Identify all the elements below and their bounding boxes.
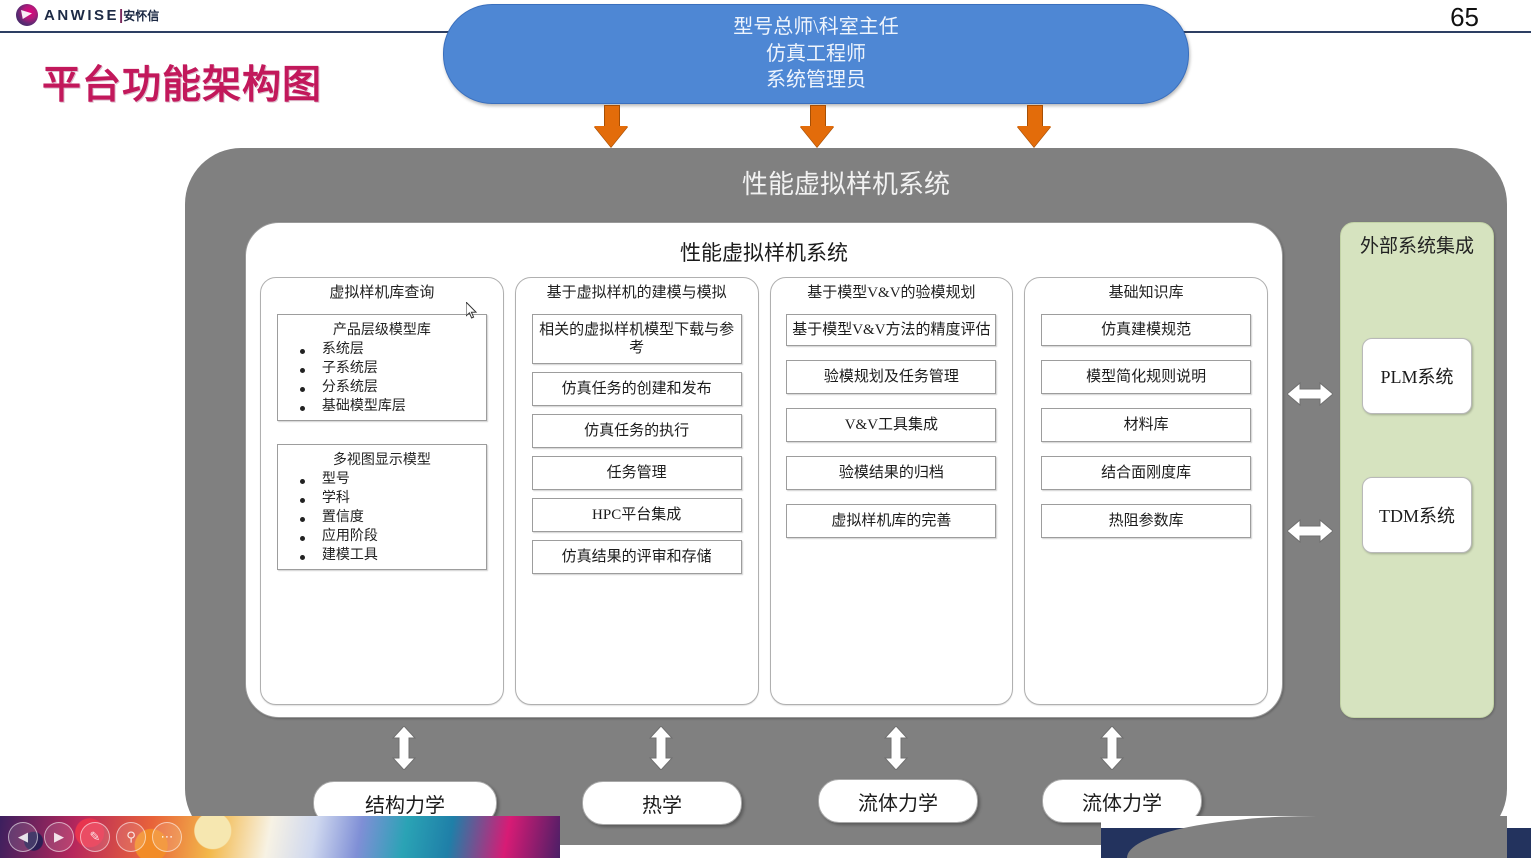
list-item: 子系统层 (296, 359, 484, 378)
left-right-arrow-icon-1 (1287, 381, 1333, 407)
list-item: 基础模型库层 (296, 397, 484, 416)
function-item[interactable]: 验模规划及任务管理 (786, 359, 997, 394)
function-item[interactable]: 任务管理 (531, 455, 742, 490)
inner-system-panel: 性能虚拟样机系统 虚拟样机库查询 产品层级模型库 系统层 子系统层 分系统层 基… (245, 222, 1283, 718)
down-arrow-icon-3 (1017, 105, 1051, 147)
presenter-taskbar[interactable]: ◀ ▶ ✎ ⚲ ⋯ SE (0, 816, 1531, 858)
group-title: 产品层级模型库 (332, 322, 431, 338)
discipline-box-fluid-2[interactable]: 流体力学 (1042, 779, 1202, 823)
list-item: 学科 (296, 489, 484, 508)
previous-icon[interactable]: ◀ (8, 822, 38, 852)
page-title: 平台功能架构图 (42, 64, 323, 107)
group-title: 多视图显示模型 (332, 452, 431, 468)
function-item[interactable]: HPC平台集成 (531, 497, 742, 532)
brand-name-cn: 安怀信 (123, 8, 160, 23)
column-virtual-prototype-query[interactable]: 虚拟样机库查询 产品层级模型库 系统层 子系统层 分系统层 基础模型库层 多视图… (260, 277, 504, 705)
external-system-plm[interactable]: PLM系统 (1362, 338, 1472, 414)
list-item: 置信度 (296, 508, 484, 527)
function-item[interactable]: 材料库 (1041, 407, 1252, 442)
function-item[interactable]: 结合面刚度库 (1041, 455, 1252, 490)
down-arrow-icon-2 (800, 105, 834, 147)
left-right-arrow-icon-2 (1287, 518, 1333, 544)
function-item[interactable]: 基于模型V&V方法的精度评估 (786, 313, 997, 346)
discipline-box-thermal[interactable]: 热学 (582, 781, 742, 825)
function-item[interactable]: 仿真建模规范 (1041, 313, 1252, 346)
zoom-icon[interactable]: ⚲ (116, 822, 146, 852)
list-item: 分系统层 (296, 378, 484, 397)
list-item: 应用阶段 (296, 527, 484, 546)
discipline-box-fluid-1[interactable]: 流体力学 (818, 779, 978, 823)
column-header: 基于模型V&V的验模规划 (807, 285, 976, 301)
function-item[interactable]: 仿真结果的评审和存储 (531, 539, 742, 574)
menu-icon[interactable]: ⋯ (152, 822, 182, 852)
function-item[interactable]: 验模结果的归档 (786, 455, 997, 490)
brand-separator: | (119, 6, 124, 24)
column-header: 基础知识库 (1108, 285, 1184, 301)
role-line-2: 仿真工程师 (766, 42, 866, 65)
external-systems-panel: 外部系统集成 PLM系统 TDM系统 (1340, 222, 1494, 718)
column-header: 虚拟样机库查询 (329, 285, 435, 301)
down-arrow-icon-1 (594, 105, 628, 147)
roles-box: 型号总师\科室主任 仿真工程师 系统管理员 (443, 4, 1189, 104)
group-multiview-model[interactable]: 多视图显示模型 型号 学科 置信度 应用阶段 建模工具 (276, 443, 487, 570)
up-down-arrow-icon-3 (883, 725, 909, 771)
up-down-arrow-icon-2 (648, 725, 674, 771)
function-item[interactable]: 仿真任务的创建和发布 (531, 371, 742, 406)
anwise-logo-icon (16, 4, 38, 26)
function-item[interactable]: 热阻参数库 (1041, 503, 1252, 538)
function-item[interactable]: 模型简化规则说明 (1041, 359, 1252, 394)
list-item: 建模工具 (296, 546, 484, 565)
next-icon[interactable]: ▶ (44, 822, 74, 852)
column-header: 基于虚拟样机的建模与模拟 (546, 285, 727, 301)
function-item[interactable]: 相关的虚拟样机模型下载与参考 (531, 313, 742, 364)
function-item[interactable]: 虚拟样机库的完善 (786, 503, 997, 538)
column-modeling-and-simulation[interactable]: 基于虚拟样机的建模与模拟 相关的虚拟样机模型下载与参考 仿真任务的创建和发布 仿… (514, 277, 759, 705)
column-knowledge-base[interactable]: 基础知识库 仿真建模规范 模型简化规则说明 材料库 结合面刚度库 热阻参数库 (1024, 277, 1268, 705)
inner-system-title: 性能虚拟样机系统 (680, 241, 848, 265)
brand-logo: ANWISE|安怀信 (16, 4, 159, 26)
function-item[interactable]: 仿真任务的执行 (531, 413, 742, 448)
function-columns: 虚拟样机库查询 产品层级模型库 系统层 子系统层 分系统层 基础模型库层 多视图… (260, 277, 1268, 705)
brand-logo-text: ANWISE|安怀信 (44, 8, 159, 23)
pen-icon[interactable]: ✎ (80, 822, 110, 852)
role-line-1: 型号总师\科室主任 (733, 16, 899, 39)
column-vv-validation-planning[interactable]: 基于模型V&V的验模规划 基于模型V&V方法的精度评估 验模规划及任务管理 V&… (769, 277, 1014, 705)
brand-name: ANWISE (44, 6, 119, 24)
role-line-3: 系统管理员 (766, 69, 866, 92)
up-down-arrow-icon-1 (391, 725, 417, 771)
function-item[interactable]: V&V工具集成 (786, 407, 997, 442)
mouse-cursor (465, 300, 478, 320)
external-systems-title: 外部系统集成 (1359, 236, 1474, 257)
list-item: 型号 (296, 470, 484, 489)
list-item: 系统层 (296, 340, 484, 359)
external-system-tdm[interactable]: TDM系统 (1362, 477, 1472, 553)
system-title: 性能虚拟样机系统 (741, 170, 950, 199)
group-product-hierarchy[interactable]: 产品层级模型库 系统层 子系统层 分系统层 基础模型库层 (276, 313, 487, 421)
page-number: 65 (1450, 2, 1479, 32)
up-down-arrow-icon-4 (1099, 725, 1125, 771)
